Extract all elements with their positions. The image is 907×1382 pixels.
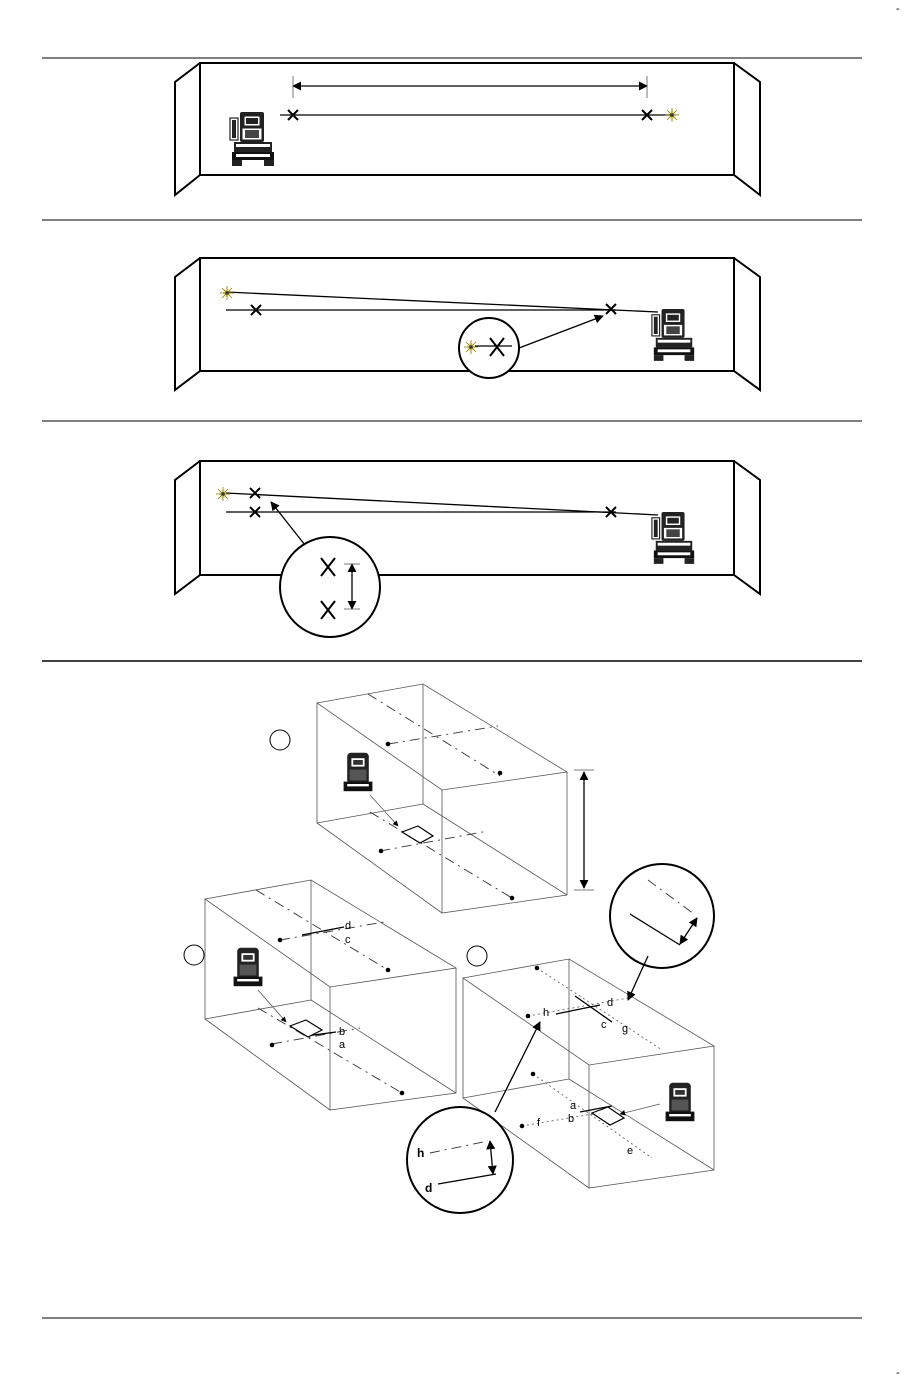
pointer-arrow: [519, 316, 603, 348]
laser-spot-icon: [220, 286, 234, 300]
point-label: a: [339, 1039, 346, 1051]
laser-spot-icon: [216, 487, 230, 501]
laser-level-icon: [344, 753, 373, 791]
step-marker: [184, 945, 204, 965]
detail-circle: [610, 864, 714, 968]
room-3d-left: d c b a: [184, 880, 456, 1110]
wall-figure-2: [175, 258, 760, 390]
point-label: b: [568, 1113, 574, 1125]
corner-mark-bottom: -: [896, 1367, 900, 1379]
point-label: e: [627, 1145, 633, 1157]
laser-level-icon: [234, 948, 263, 986]
step-marker: [467, 946, 487, 966]
detail-circle: [407, 1107, 513, 1213]
point-label: a: [570, 1100, 577, 1112]
wall-figure-1: [175, 63, 760, 195]
detail-label: d: [425, 1181, 432, 1195]
laser-spot-icon: [665, 108, 679, 122]
mark-x: [606, 304, 616, 314]
room-3d-right: d h c g a b f e h d: [407, 864, 714, 1213]
detail-circle: [280, 537, 380, 637]
laser-beam: [226, 292, 658, 312]
point-label: d: [345, 920, 351, 932]
point-label: g: [622, 1023, 628, 1035]
point-label: f: [537, 1117, 541, 1129]
mark-x: [250, 488, 260, 498]
pointer-arrow: [495, 1022, 540, 1112]
floor-target-icon: [402, 826, 433, 843]
laser-level-icon: [666, 1083, 695, 1121]
point-label: b: [339, 1026, 345, 1038]
point-label: c: [345, 934, 351, 946]
laser-level-icon: [652, 512, 694, 564]
point-label: c: [601, 1019, 607, 1031]
floor-target-icon: [592, 1107, 624, 1125]
detail-label: h: [417, 1146, 424, 1160]
pointer-arrow: [271, 502, 305, 545]
step-marker: [270, 730, 290, 750]
laser-level-icon: [230, 112, 274, 166]
room-3d-top: [270, 684, 594, 913]
wall-figure-3: [175, 461, 760, 637]
laser-level-icon: [652, 309, 694, 361]
point-label: d: [607, 997, 613, 1009]
point-label: h: [543, 1007, 549, 1019]
laser-spot-icon: [464, 340, 478, 354]
corner-mark-top: -: [896, 3, 900, 15]
